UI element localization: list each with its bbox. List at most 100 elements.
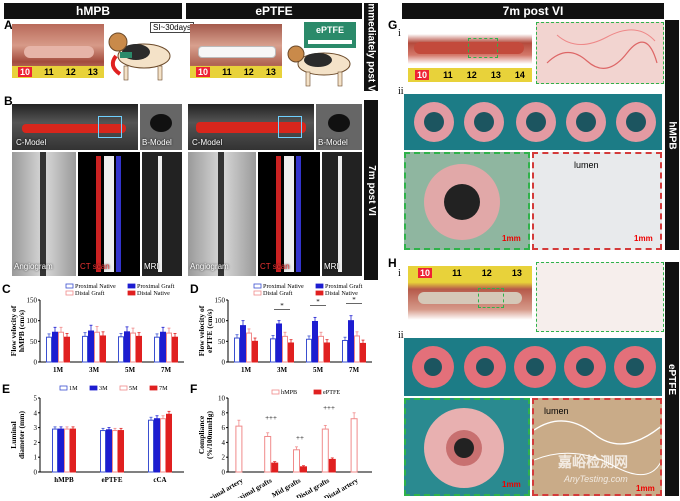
bar (276, 323, 282, 363)
bar (321, 428, 329, 473)
bar (58, 331, 64, 363)
bar (235, 425, 243, 473)
bar (46, 336, 52, 363)
bar (166, 332, 172, 363)
roman-g-i: i (398, 28, 401, 39)
ultrasound-c-model-hmpb: C-Model (12, 104, 138, 150)
header-7m: 7m post VI (402, 3, 664, 19)
legend-label: Proximal Graft (137, 283, 175, 290)
bar (312, 320, 318, 363)
bar (94, 331, 100, 363)
panel-label-d: D (190, 282, 199, 296)
ultrasound-b-model-eptfe: B-Model (316, 104, 362, 150)
panel-label-e: E (2, 382, 11, 396)
panel-label-h: H (388, 256, 397, 270)
x-tick-label: 3M (277, 366, 288, 374)
legend-swatch (127, 283, 136, 289)
legend-label: Distal Graft (75, 290, 105, 297)
panel-label-c: C (2, 282, 11, 296)
legend-label: 7M (159, 385, 168, 392)
y-tick-label: 150 (27, 297, 38, 305)
photo-hmpb-luminal-surface (536, 22, 664, 84)
bar (124, 331, 130, 363)
bar (172, 336, 178, 363)
side-label-immediately: Immediately post VI (364, 0, 378, 94)
bar (52, 331, 58, 363)
x-tick-label: 7M (161, 366, 172, 374)
dog-illustration-eptfe (287, 45, 351, 87)
significance-mark: +++ (323, 404, 335, 412)
bar (270, 338, 276, 363)
bar (160, 418, 166, 473)
ultrasound-c-model-eptfe: C-Model (188, 104, 314, 150)
bar (246, 332, 252, 363)
y-tick-label: 4 (34, 409, 38, 417)
y-axis-label-line: diameter (mm) (17, 411, 26, 459)
significance-mark: ++ (296, 434, 304, 442)
legend-swatch (253, 283, 262, 289)
angiogram-hmpb: Angiogram (12, 152, 76, 276)
significance-mark: * (316, 298, 320, 306)
bar (318, 335, 324, 363)
x-tick-label: 7M (349, 366, 360, 374)
legend-label: Distal Native (325, 290, 358, 297)
y-axis-label: Luminaldiameter (mm) (9, 411, 26, 459)
legend-swatch (253, 290, 262, 296)
panel-label-a: A (4, 18, 13, 32)
y-axis-label: Compliance(%/100mmHg) (197, 411, 214, 459)
panel-label-f: F (190, 382, 198, 396)
y-tick-label: 100 (27, 317, 38, 325)
y-tick-label: 0 (34, 359, 38, 367)
y-tick-label: 0 (34, 469, 38, 477)
legend-swatch (271, 389, 280, 395)
bar (112, 430, 118, 473)
photo-hmpb-cross-sections (404, 94, 662, 150)
bar (324, 342, 330, 363)
bar (118, 336, 124, 363)
bar (154, 418, 160, 473)
legend-label: Proximal Native (263, 283, 304, 290)
legend-swatch (313, 389, 322, 395)
x-tick-label: 1M (241, 366, 252, 374)
bar (70, 428, 76, 473)
angiogram-eptfe: Angiogram (188, 152, 256, 276)
panel-label-b: B (4, 94, 13, 108)
legend-swatch (127, 290, 136, 296)
y-tick-label: 0 (222, 469, 226, 477)
bar (306, 338, 312, 363)
legend-label: ePTFE (323, 389, 340, 396)
y-tick-label: 4 (222, 439, 226, 447)
bar (160, 331, 166, 363)
legend-label: 1M (69, 385, 78, 392)
legend-label: Distal Native (137, 290, 170, 297)
photo-eptfe-lumen-zoom: lumen 嘉峪检测网 AnyTesting.com 1mm (532, 398, 662, 496)
roman-g-ii: ii (398, 86, 404, 97)
watermark: 嘉峪检测网 (558, 455, 628, 471)
bar (64, 336, 70, 363)
bar (350, 418, 358, 473)
ultrasound-b-model-hmpb: B-Model (140, 104, 182, 150)
legend-swatch (89, 385, 98, 391)
legend-label: hMPB (281, 389, 297, 396)
y-tick-label: 50 (30, 338, 38, 346)
panel-label-g: G (388, 18, 398, 32)
bar (342, 340, 348, 363)
bar (282, 335, 288, 363)
label-si-30days: SI~30days (150, 22, 195, 33)
bar (100, 335, 106, 363)
significance-mark: +++ (265, 414, 277, 422)
mri-eptfe: MRI (322, 152, 362, 276)
legend-label: 5M (129, 385, 138, 392)
y-axis-label: Flow velocity ofePTFE (cm/s) (197, 305, 214, 356)
bar (166, 413, 172, 473)
x-tick-label: hMPB (54, 476, 74, 484)
bar (234, 337, 240, 363)
bar (360, 342, 366, 363)
photo-hmpb-lumen-zoom: lumen 1mm (532, 152, 662, 250)
bar (271, 462, 279, 473)
